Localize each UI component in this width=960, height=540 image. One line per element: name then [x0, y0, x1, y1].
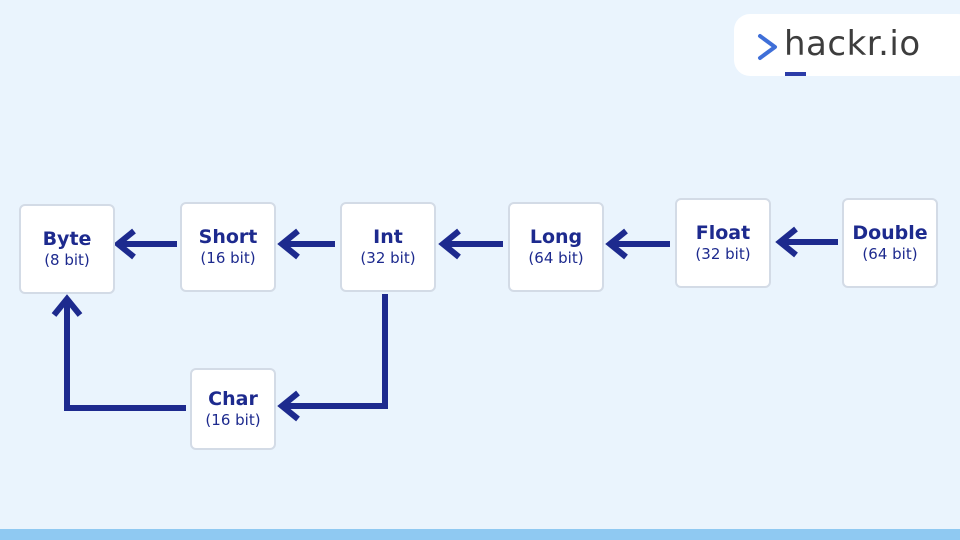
- node-int-name: Int: [373, 226, 403, 248]
- node-char: Char (16 bit): [190, 368, 276, 450]
- node-char-name: Char: [208, 388, 258, 410]
- node-int: Int (32 bit): [340, 202, 436, 292]
- arrow-int-to-char: [284, 294, 388, 409]
- node-char-bits: (16 bit): [205, 411, 261, 429]
- node-float: Float (32 bit): [675, 198, 771, 288]
- node-double-name: Double: [852, 222, 928, 244]
- node-long-name: Long: [529, 226, 583, 248]
- arrowhead-double-to-float: [775, 226, 798, 258]
- arrowhead-int-to-char: [277, 390, 300, 422]
- bottom-bar: [0, 529, 960, 540]
- arrowhead-char-to-byte: [51, 294, 83, 317]
- node-byte-bits: (8 bit): [44, 251, 90, 269]
- arrowhead-int-to-short: [277, 228, 300, 260]
- node-double-bits: (64 bit): [862, 245, 918, 263]
- node-float-bits: (32 bit): [695, 245, 751, 263]
- node-byte-name: Byte: [42, 228, 92, 250]
- node-byte: Byte (8 bit): [19, 204, 115, 294]
- node-double: Double (64 bit): [842, 198, 938, 288]
- arrowhead-long-to-int: [438, 228, 461, 260]
- node-short-name: Short: [198, 226, 258, 248]
- logo-underline: [785, 72, 806, 76]
- node-int-bits: (32 bit): [360, 249, 416, 267]
- hackr-logo[interactable]: hackr.io: [734, 14, 960, 76]
- chevron-right-icon: [758, 34, 777, 60]
- arrowhead-float-to-long: [605, 228, 628, 260]
- node-float-name: Float: [695, 222, 751, 244]
- node-long: Long (64 bit): [508, 202, 604, 292]
- node-long-bits: (64 bit): [528, 249, 584, 267]
- arrowhead-short-to-byte: [113, 228, 136, 260]
- node-short: Short (16 bit): [180, 202, 276, 292]
- node-short-bits: (16 bit): [200, 249, 256, 267]
- logo-text: hackr.io: [784, 24, 921, 64]
- arrow-char-to-byte: [64, 301, 186, 411]
